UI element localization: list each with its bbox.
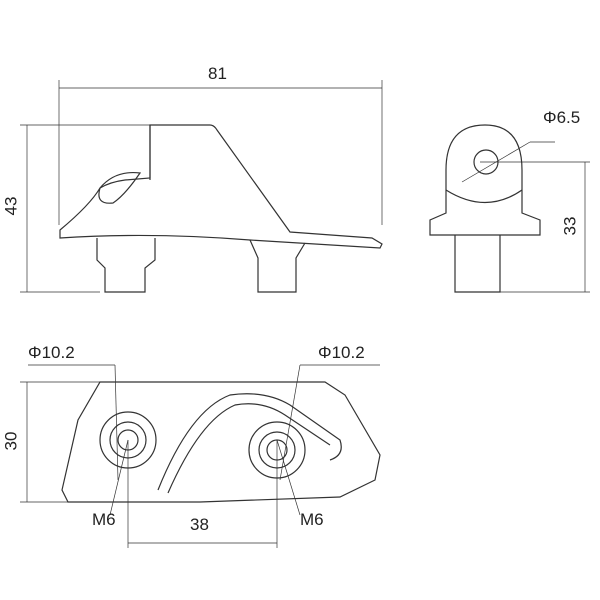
side-height-label: 43: [1, 196, 21, 216]
front-view: [429, 124, 541, 293]
top-left-diameter-label: Φ10.2: [28, 343, 75, 362]
top-depth-label: 30: [1, 431, 21, 451]
left-thread-label: M6: [92, 510, 116, 529]
side-view: [59, 124, 383, 293]
front-hole-diameter-label: Φ6.5: [543, 108, 581, 127]
right-thread-label: M6: [300, 510, 324, 529]
dimension-lines: [20, 80, 590, 548]
side-width-label: 81: [208, 64, 227, 83]
front-height-label: 33: [560, 216, 580, 236]
hole-spacing-label: 38: [190, 515, 209, 534]
top-view: [61, 381, 381, 503]
top-right-diameter-label: Φ10.2: [318, 343, 365, 362]
